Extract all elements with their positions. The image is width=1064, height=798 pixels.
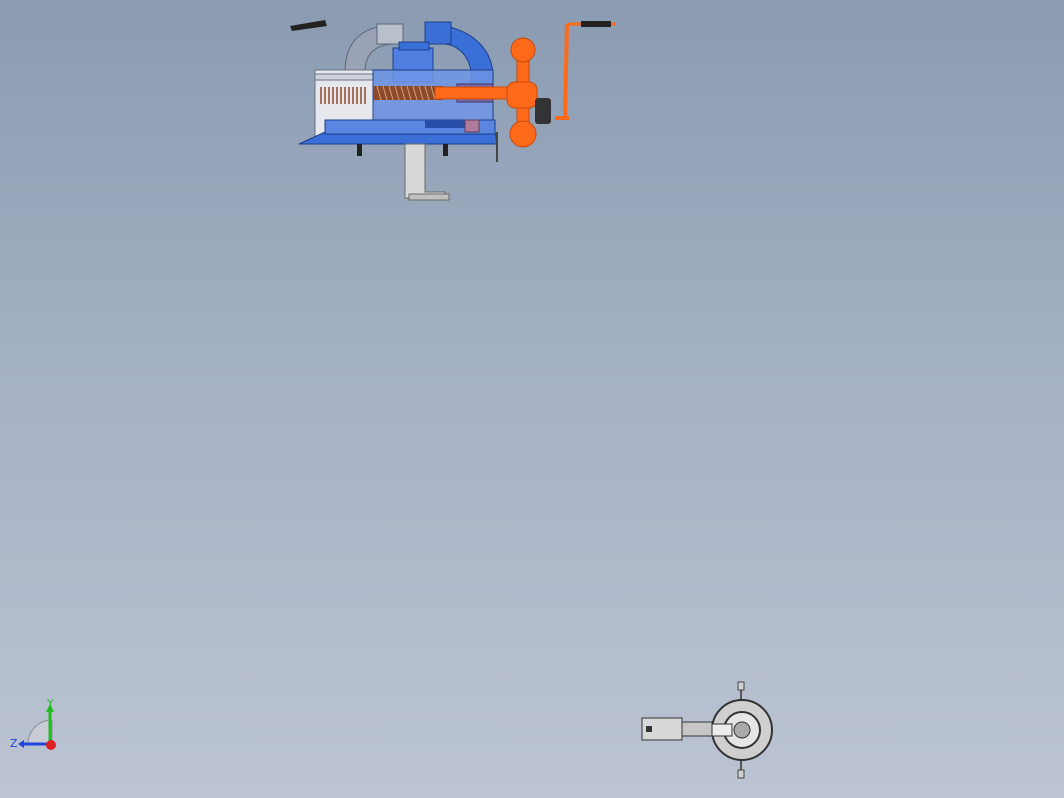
spring [320, 87, 366, 104]
y-axis-label: Y [46, 698, 54, 710]
crank-handle [555, 21, 615, 120]
drive-shaft [434, 86, 516, 100]
x-axis-dot [46, 740, 56, 750]
main-model-view[interactable] [285, 12, 625, 207]
secondary-model-view[interactable] [638, 680, 780, 780]
lever-grip [290, 20, 327, 31]
z-axis-label: Z [10, 737, 18, 750]
orientation-triad[interactable]: Y Z [8, 698, 64, 756]
body-cap [424, 21, 452, 45]
jaw-top-block [376, 23, 404, 45]
cross-handle [506, 37, 551, 148]
mounting-clamp [404, 143, 446, 199]
